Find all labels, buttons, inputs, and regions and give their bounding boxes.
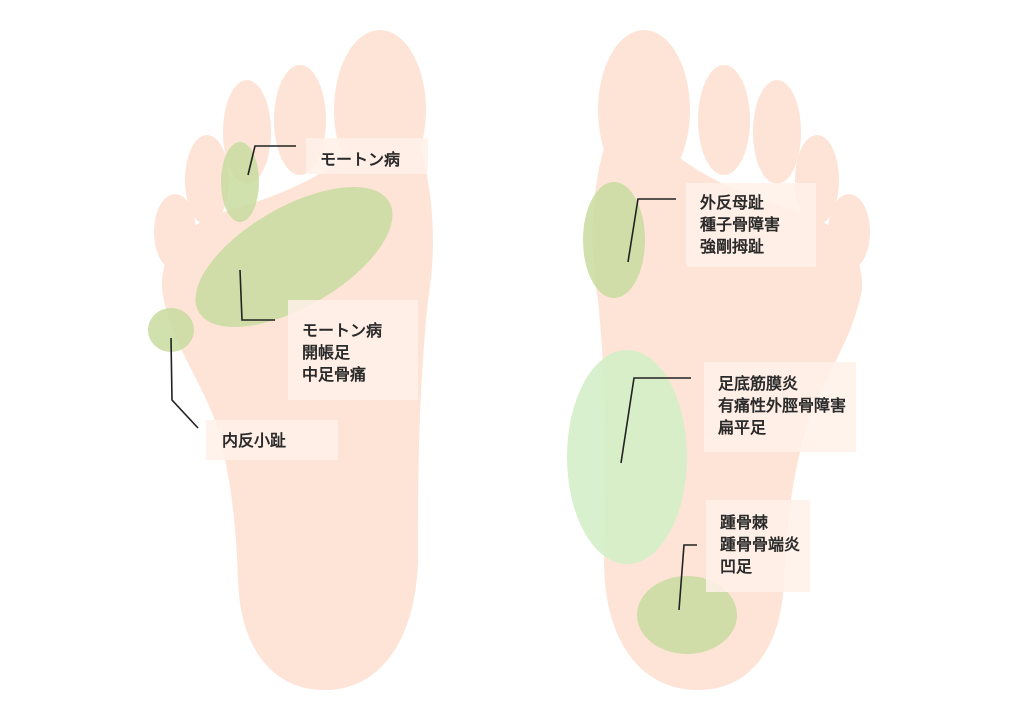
left-toe-4	[185, 135, 229, 225]
label-heel-group: 踵骨棘 踵骨骨端炎 凹足	[720, 513, 806, 576]
zone-metatarsal	[195, 187, 393, 327]
zone-hallux	[583, 182, 645, 298]
label-bg	[288, 300, 418, 400]
label-bg	[704, 362, 856, 452]
zone-morton-toe	[221, 142, 259, 222]
leader-line	[678, 544, 697, 611]
label-hallux-group: 外反母趾 種子骨障害 強剛拇趾	[699, 193, 786, 256]
label-morton-toe: モートン病	[320, 150, 400, 169]
label-bg	[686, 183, 816, 267]
label-bg	[206, 420, 338, 460]
zone-arch	[567, 350, 687, 564]
label-bg	[706, 500, 810, 592]
label-arch-group: 足底筋膜炎 有痛性外脛骨障害 扁平足	[718, 374, 852, 437]
zone-bunionette	[148, 308, 194, 352]
left-foot: モートン病 モートン病 開帳足 中足骨痛 内反小趾	[148, 30, 433, 690]
leader-line	[627, 198, 676, 263]
label-bg	[306, 138, 428, 174]
label-metatarsal-group: モートン病 開帳足 中足骨痛	[302, 321, 388, 384]
right-toe-5	[828, 194, 870, 270]
right-toe-3	[753, 80, 801, 184]
right-toe-2	[698, 65, 750, 175]
right-big-toe	[598, 30, 690, 190]
leader-line	[620, 377, 691, 464]
zone-heel	[637, 576, 737, 654]
leader-line	[239, 269, 275, 321]
left-toe-5	[154, 194, 196, 270]
right-foot: 外反母趾 種子骨障害 強剛拇趾 足底筋膜炎 有痛性外脛骨障害 扁平足 踵骨棘 踵…	[567, 30, 870, 690]
leader-line	[247, 145, 296, 176]
leader-line	[170, 337, 199, 429]
label-bunionette: 内反小趾	[222, 431, 286, 450]
